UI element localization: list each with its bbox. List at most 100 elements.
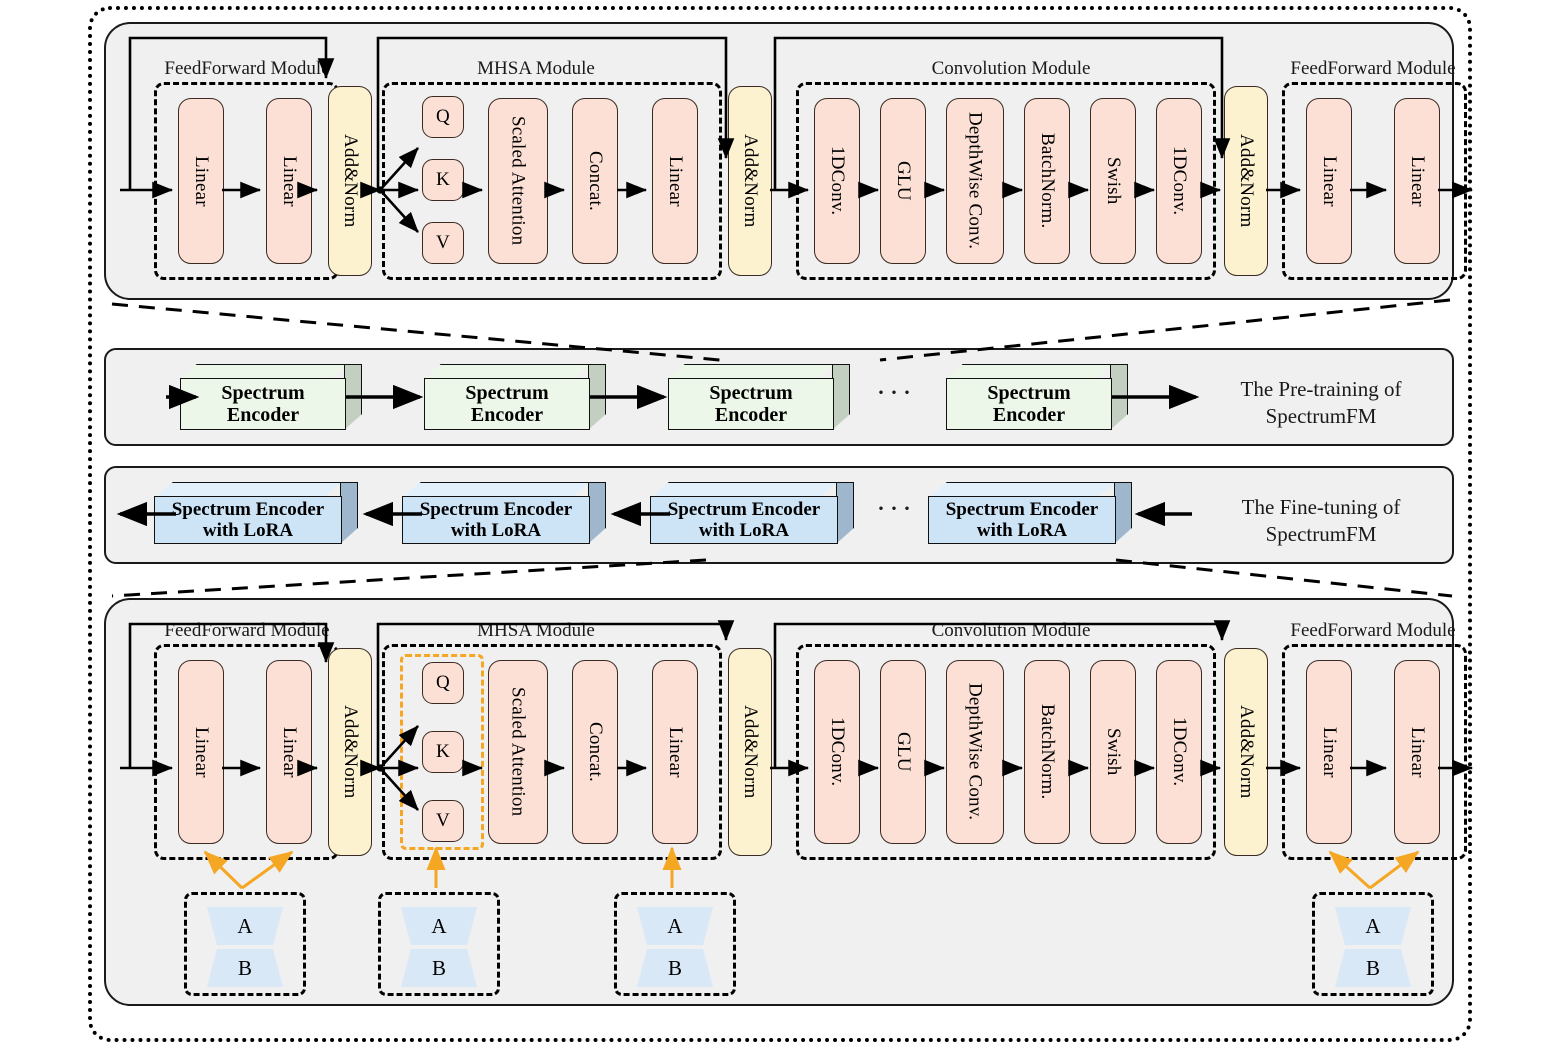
module-title-feedforward-2: FeedForward Module xyxy=(1290,58,1456,79)
cell-label: Swish xyxy=(1103,728,1124,776)
cell-conv-swish: Swish xyxy=(1090,98,1136,264)
brick-side-face xyxy=(836,482,854,544)
cell-lora-mhsa-q: Q xyxy=(422,662,464,704)
spectrum-encoder-block-3: Spectrum Encoder xyxy=(668,364,850,430)
cell-label: Scaled Attention xyxy=(507,116,529,246)
spectrum-encoder-block-2: Spectrum Encoder xyxy=(424,364,606,430)
cell-lora-addnorm-1: Add&Norm xyxy=(328,648,372,856)
finetuning-stage-strip: The Fine-tuning of SpectrumFM Spectrum E… xyxy=(104,466,1454,564)
lora-matrix-b: B xyxy=(1335,949,1411,987)
pretraining-caption-line1: The Pre-training of xyxy=(1240,377,1402,401)
cell-label: Linear xyxy=(665,726,686,778)
spectrum-encoder-block-4: Spectrum Encoder xyxy=(946,364,1128,430)
lora-matrix-a: A xyxy=(637,907,713,945)
module-title-mhsa: MHSA Module xyxy=(477,58,595,79)
spectrum-encoder-lora-block-3: Spectrum Encoder with LoRA xyxy=(650,482,854,544)
finetuning-ellipsis: ··· xyxy=(876,492,915,525)
cell-conv-glu: GLU xyxy=(880,98,926,264)
cell-label: 1DConv. xyxy=(827,146,848,216)
finetuning-caption: The Fine-tuning of SpectrumFM xyxy=(1206,494,1436,548)
cell-label: Add&Norm xyxy=(340,134,361,228)
cell-label: Q xyxy=(436,672,450,693)
module-title-feedforward-2-lora: FeedForward Module xyxy=(1290,620,1456,641)
block-label-line2: Encoder xyxy=(226,404,300,426)
cell-lora-conv-swish: Swish xyxy=(1090,660,1136,844)
cell-label: Q xyxy=(436,106,450,127)
cell-label: Linear xyxy=(191,726,212,778)
cell-label: Linear xyxy=(1407,155,1428,207)
lora-matrix-a: A xyxy=(401,907,477,945)
cell-ff2-linear-2: Linear xyxy=(1394,98,1440,264)
block-label-line1: Spectrum xyxy=(465,381,549,404)
cell-lora-conv-1dconv-1: 1DConv. xyxy=(814,660,860,844)
cell-addnorm-3: Add&Norm xyxy=(1224,86,1268,276)
brick-front-face: Spectrum Encoder xyxy=(946,378,1112,430)
cell-label: Linear xyxy=(665,155,686,207)
cell-conv-batchnorm: BatchNorm. xyxy=(1024,98,1070,264)
cell-label: Swish xyxy=(1103,157,1124,205)
brick-front-face: Spectrum Encoder xyxy=(668,378,834,430)
cell-label: Concat. xyxy=(585,722,606,782)
brick-side-face xyxy=(832,364,850,430)
lora-adapter-mhsa-linear: A B xyxy=(614,892,736,996)
cell-lora-mhsa-v: V xyxy=(422,800,464,842)
cell-label: BatchNorm. xyxy=(1037,133,1058,229)
brick-side-face xyxy=(340,482,358,544)
module-title-feedforward-1: FeedForward Module xyxy=(164,58,330,79)
block-label-line2: with LoRA xyxy=(976,520,1068,541)
cell-mhsa-v: V xyxy=(422,222,464,264)
brick-side-face xyxy=(1114,482,1132,544)
block-label-line2: with LoRA xyxy=(698,520,790,541)
cell-lora-mhsa-linear: Linear xyxy=(652,660,698,844)
cell-conv-depthwise: DepthWise Conv. xyxy=(946,98,1004,264)
block-label-line1: Spectrum Encoder xyxy=(419,498,573,520)
cell-addnorm-2: Add&Norm xyxy=(728,86,772,276)
cell-lora-conv-depthwise: DepthWise Conv. xyxy=(946,660,1004,844)
cell-lora-addnorm-2: Add&Norm xyxy=(728,648,772,856)
cell-label: Add&Norm xyxy=(740,705,761,799)
spectrum-encoder-lora-block-4: Spectrum Encoder with LoRA xyxy=(928,482,1132,544)
cell-mhsa-linear: Linear xyxy=(652,98,698,264)
lora-matrix-b: B xyxy=(637,949,713,987)
cell-label: GLU xyxy=(893,732,914,772)
cell-lora-conv-batchnorm: BatchNorm. xyxy=(1024,660,1070,844)
lora-matrix-b: B xyxy=(401,949,477,987)
cell-label: Add&Norm xyxy=(340,705,361,799)
lora-adapter-feedforward-2: A B xyxy=(1312,892,1434,996)
brick-side-face xyxy=(588,364,606,430)
cell-label: V xyxy=(436,232,450,253)
spectrum-encoder-block-1: Spectrum Encoder xyxy=(180,364,362,430)
cell-label: DepthWise Conv. xyxy=(964,683,986,821)
lora-matrix-a: A xyxy=(207,907,283,945)
pretrain-encoder-detail-panel: FeedForward Module Linear Linear Add&Nor… xyxy=(104,22,1467,300)
cell-lora-mhsa-k: K xyxy=(422,731,464,773)
brick-front-face: Spectrum Encoder with LoRA xyxy=(154,496,342,544)
cell-mhsa-k: K xyxy=(422,159,464,201)
module-title-convolution: Convolution Module xyxy=(931,58,1091,79)
pretraining-ellipsis: ··· xyxy=(876,376,915,409)
cell-mhsa-scaled-attention: Scaled Attention xyxy=(488,98,548,264)
cell-label: Linear xyxy=(279,155,300,207)
block-label-line2: with LoRA xyxy=(202,520,294,541)
block-label-line1: Spectrum xyxy=(987,381,1071,404)
cell-lora-ff1-linear-2: Linear xyxy=(266,660,312,844)
cell-lora-conv-1dconv-2: 1DConv. xyxy=(1156,660,1202,844)
brick-side-face xyxy=(1110,364,1128,430)
cell-label: DepthWise Conv. xyxy=(964,112,986,250)
cell-lora-addnorm-3: Add&Norm xyxy=(1224,648,1268,856)
brick-front-face: Spectrum Encoder with LoRA xyxy=(928,496,1116,544)
cell-label: 1DConv. xyxy=(1169,146,1190,216)
cell-label: Linear xyxy=(191,155,212,207)
lora-matrix-a: A xyxy=(1335,907,1411,945)
block-label-line1: Spectrum Encoder xyxy=(667,498,821,520)
cell-ff2-linear-1: Linear xyxy=(1306,98,1352,264)
brick-side-face xyxy=(588,482,606,544)
cell-label: K xyxy=(436,741,450,762)
cell-label: GLU xyxy=(893,161,914,201)
block-label-line2: with LoRA xyxy=(450,520,542,541)
block-label-line1: Spectrum xyxy=(221,381,305,404)
cell-mhsa-q: Q xyxy=(422,96,464,138)
module-title-feedforward-1-lora: FeedForward Module xyxy=(164,620,330,641)
cell-label: Concat. xyxy=(585,151,606,211)
